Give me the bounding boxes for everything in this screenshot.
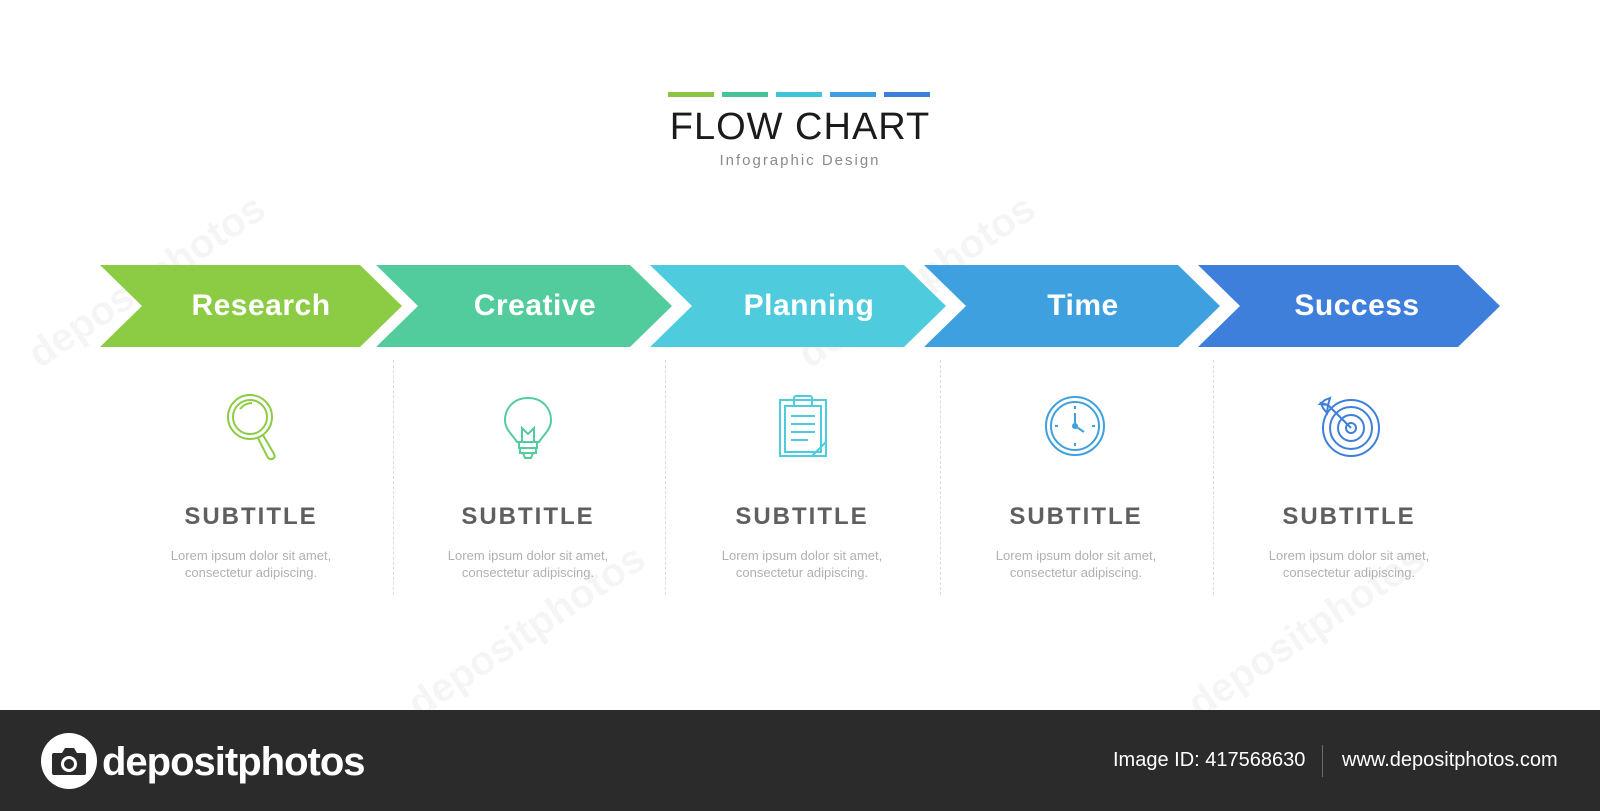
arrow-planning xyxy=(650,265,946,347)
step-description: Lorem ipsum dolor sit amet, consectetur … xyxy=(956,547,1196,581)
step-description-line: Lorem ipsum dolor sit amet, xyxy=(447,548,609,563)
lightbulb-icon xyxy=(503,396,553,459)
step-description-line: Lorem ipsum dolor sit amet, xyxy=(995,548,1157,563)
arrow-research xyxy=(100,265,402,347)
title-bar-3 xyxy=(776,92,822,97)
arrow-label-success: Success xyxy=(1294,289,1420,322)
title-bar-5 xyxy=(884,92,930,97)
footer-brand: depositphotos xyxy=(102,740,366,784)
footer-separator xyxy=(1322,745,1323,777)
column-divider xyxy=(665,360,666,595)
step-title: SUBTITLE xyxy=(1009,503,1143,530)
column-divider xyxy=(393,360,394,595)
page-title: FLOW CHART xyxy=(669,106,931,148)
step-description-line: Lorem ipsum dolor sit amet, xyxy=(170,548,332,563)
title-bar-2 xyxy=(722,92,768,97)
step-title: SUBTITLE xyxy=(184,503,318,530)
step-description-line: consectetur adipiscing. xyxy=(735,565,869,580)
step-title: SUBTITLE xyxy=(1282,503,1416,530)
title-bar-1 xyxy=(668,92,714,97)
title-bar-4 xyxy=(830,92,876,97)
step-description-line: Lorem ipsum dolor sit amet, xyxy=(721,548,883,563)
image-id: Image ID: 417568630 xyxy=(1113,749,1306,771)
step-description: Lorem ipsum dolor sit amet, consectetur … xyxy=(682,547,922,581)
step-description-line: consectetur adipiscing. xyxy=(1009,565,1143,580)
arrow-time xyxy=(924,265,1220,347)
arrow-label-research: Research xyxy=(191,289,331,322)
step-description-line: consectetur adipiscing. xyxy=(1282,565,1416,580)
infographic-canvas: depositphotos depositphotos depositphoto… xyxy=(20,92,1500,727)
step-description: Lorem ipsum dolor sit amet, consectetur … xyxy=(1229,547,1469,581)
magnifier-icon xyxy=(227,394,276,461)
step-description: Lorem ipsum dolor sit amet, consectetur … xyxy=(408,547,648,581)
flow-arrows xyxy=(100,265,1500,347)
step-title: SUBTITLE xyxy=(735,503,869,530)
step-title: SUBTITLE xyxy=(461,503,595,530)
clock-icon xyxy=(1045,396,1105,456)
page-subtitle: Infographic Design xyxy=(719,152,881,169)
arrow-label-time: Time xyxy=(1047,289,1119,322)
arrow-creative xyxy=(376,265,672,347)
camera-logo-icon xyxy=(41,733,97,789)
column-divider xyxy=(940,360,941,595)
column-divider xyxy=(1213,360,1214,595)
target-icon xyxy=(1317,396,1380,457)
arrow-label-creative: Creative xyxy=(473,289,597,322)
step-description: Lorem ipsum dolor sit amet, consectetur … xyxy=(131,547,371,581)
footer-url[interactable]: www.depositphotos.com xyxy=(1342,749,1558,771)
step-description-line: consectetur adipiscing. xyxy=(461,565,595,580)
step-description-line: consectetur adipiscing. xyxy=(184,565,318,580)
footer-bar: depositphotos Image ID: 417568630 www.de… xyxy=(0,710,1600,811)
clipboard-icon xyxy=(779,395,827,457)
arrow-label-planning: Planning xyxy=(743,289,875,322)
step-description-line: Lorem ipsum dolor sit amet, xyxy=(1268,548,1430,563)
title-color-bars xyxy=(668,92,932,98)
arrow-success xyxy=(1198,265,1500,347)
